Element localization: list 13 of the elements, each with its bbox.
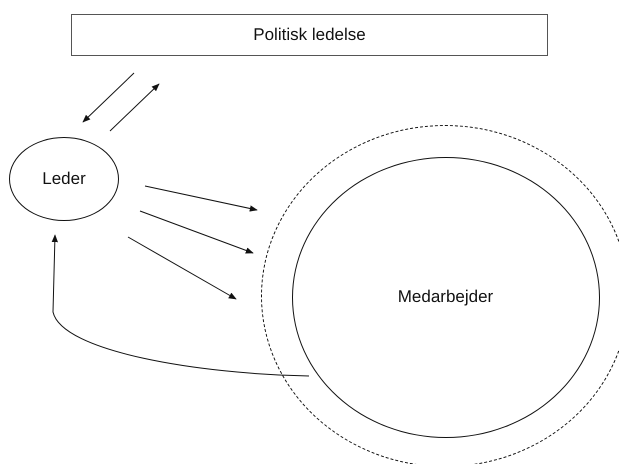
arrow (128, 236, 237, 300)
arrow (140, 210, 254, 254)
node-label: Politisk ledelse (253, 25, 366, 45)
circle-node (292, 156, 600, 438)
process-box (71, 14, 548, 56)
node-label: Leder (42, 169, 86, 189)
arrow (144, 186, 258, 212)
circle-node (9, 137, 119, 221)
node-label: Medarbejder (398, 287, 494, 307)
dashed-circle (261, 125, 619, 464)
arrow (52, 234, 310, 376)
arrow (82, 72, 134, 123)
arrow (110, 83, 160, 132)
